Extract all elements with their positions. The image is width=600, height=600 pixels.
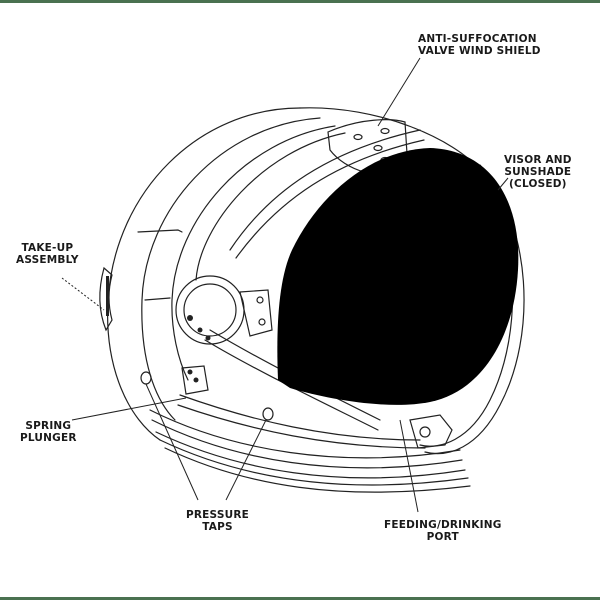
label-line: TAPS bbox=[202, 521, 233, 533]
leader-lines bbox=[61, 57, 509, 513]
side-assembly-details bbox=[106, 276, 211, 383]
label-line: VISOR AND bbox=[504, 154, 572, 166]
label-line: VALVE WIND SHIELD bbox=[418, 45, 541, 57]
top-frame-bar bbox=[0, 0, 600, 3]
label-line: FEEDING/DRINKING bbox=[384, 519, 502, 531]
label-pressure-taps: PRESSURE TAPS bbox=[186, 509, 249, 533]
label-line: ASSEMBLY bbox=[16, 254, 79, 266]
helmet-outline bbox=[99, 107, 525, 493]
visor-sunshade bbox=[277, 148, 519, 405]
label-anti-suffocation-valve: ANTI-SUFFOCATION VALVE WIND SHIELD bbox=[418, 33, 541, 57]
label-visor-sunshade: VISOR AND SUNSHADE (CLOSED) bbox=[504, 154, 572, 190]
label-line: PLUNGER bbox=[20, 432, 77, 444]
label-line: PORT bbox=[426, 531, 459, 543]
bottom-frame-bar bbox=[0, 597, 600, 600]
label-line: SUNSHADE bbox=[504, 166, 572, 178]
label-line: ANTI-SUFFOCATION bbox=[418, 33, 537, 45]
label-spring-plunger: SPRING PLUNGER bbox=[20, 420, 77, 444]
label-line: PRESSURE bbox=[186, 509, 249, 521]
label-line: SPRING bbox=[25, 420, 72, 432]
label-take-up-assembly: TAKE-UP ASSEMBLY bbox=[16, 242, 79, 266]
label-line: (CLOSED) bbox=[509, 178, 567, 190]
label-feeding-drinking-port: FEEDING/DRINKING PORT bbox=[384, 519, 502, 543]
label-line: TAKE-UP bbox=[21, 242, 74, 254]
